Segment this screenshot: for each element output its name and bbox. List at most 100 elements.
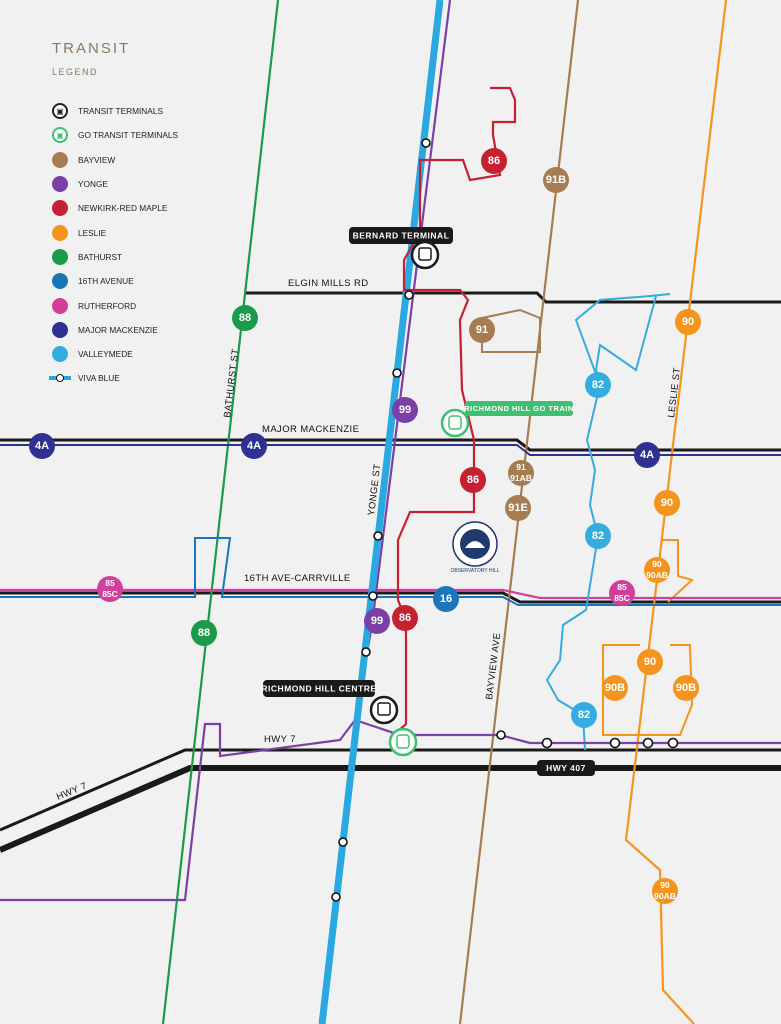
road-label-major-mackenzie: MAJOR MACKENZIE bbox=[262, 424, 359, 435]
svg-text:82: 82 bbox=[592, 379, 604, 391]
viva-station[interactable] bbox=[361, 647, 371, 657]
svg-text:99: 99 bbox=[371, 615, 383, 627]
svg-text:91E: 91E bbox=[508, 502, 528, 514]
legend-item-bayview: BAYVIEW bbox=[52, 148, 252, 172]
svg-text:BERNARD TERMINAL: BERNARD TERMINAL bbox=[353, 231, 450, 241]
viva-station[interactable] bbox=[421, 138, 431, 148]
route-rutherford bbox=[0, 588, 781, 600]
viva-station[interactable] bbox=[404, 290, 414, 300]
route-valleymede bbox=[545, 293, 671, 751]
road-label-hwy7: HWY 7 bbox=[264, 734, 296, 745]
legend-item-label: LESLIE bbox=[78, 227, 107, 238]
viva-station[interactable] bbox=[667, 737, 679, 749]
badge-86[interactable]: 86 bbox=[392, 605, 418, 631]
svg-text:90: 90 bbox=[652, 559, 662, 569]
svg-text:88: 88 bbox=[198, 627, 210, 639]
badge-82[interactable]: 82 bbox=[585, 372, 611, 398]
badge-82[interactable]: 82 bbox=[585, 523, 611, 549]
badge-90[interactable]: 90 bbox=[654, 490, 680, 516]
svg-text:82: 82 bbox=[578, 709, 590, 721]
legend-item-label: GO TRANSIT TERMINALS bbox=[78, 130, 179, 141]
terminal-richmond-hill-centre[interactable]: RICHMOND HILL CENTRE bbox=[261, 680, 399, 725]
route-16th-avenue bbox=[0, 537, 781, 606]
legend-item-go-transit-terminals: ▣ GO TRANSIT TERMINALS bbox=[52, 123, 252, 147]
yonge-dot-icon bbox=[52, 176, 68, 193]
go-station-rhc[interactable] bbox=[388, 727, 418, 757]
terminal-bernard[interactable]: BERNARD TERMINAL bbox=[349, 227, 453, 270]
badge-88[interactable]: 88 bbox=[191, 620, 217, 646]
svg-text:91: 91 bbox=[516, 462, 526, 472]
badge-99[interactable]: 99 bbox=[392, 397, 418, 423]
svg-text:90: 90 bbox=[644, 656, 656, 668]
svg-text:90: 90 bbox=[661, 497, 673, 509]
badge-4a[interactable]: 4A bbox=[241, 433, 267, 459]
badge-88[interactable]: 88 bbox=[232, 305, 258, 331]
legend-item-label: VALLEYMEDE bbox=[78, 349, 133, 360]
badge-86[interactable]: 86 bbox=[481, 148, 507, 174]
svg-text:4A: 4A bbox=[35, 440, 49, 452]
bus-icon bbox=[377, 702, 391, 716]
viva-station[interactable] bbox=[373, 531, 383, 541]
svg-text:RICHMOND HILL GO TRAIN: RICHMOND HILL GO TRAIN bbox=[464, 404, 574, 413]
viva-station[interactable] bbox=[609, 737, 621, 749]
badge-90[interactable]: 90 bbox=[675, 309, 701, 335]
legend-item-label: NEWKIRK-RED MAPLE bbox=[78, 203, 168, 214]
badge-86[interactable]: 86 bbox=[460, 467, 486, 493]
badge-90b[interactable]: 90B bbox=[673, 675, 699, 701]
svg-text:90AB: 90AB bbox=[646, 570, 668, 580]
badge-90b[interactable]: 90B bbox=[602, 675, 628, 701]
svg-text:91AB: 91AB bbox=[510, 473, 532, 483]
svg-text:86: 86 bbox=[467, 474, 479, 486]
svg-text:16: 16 bbox=[440, 593, 452, 605]
route-leslie-loops bbox=[602, 539, 694, 736]
badge-4a[interactable]: 4A bbox=[29, 433, 55, 459]
legend-item-major-mackenzie: MAJOR MACKENZIE bbox=[52, 318, 252, 342]
train-terminal-icon: ▣ bbox=[52, 127, 68, 144]
legend-item-newkirk: NEWKIRK-RED MAPLE bbox=[52, 196, 252, 220]
viva-station[interactable] bbox=[496, 730, 506, 740]
badge-16[interactable]: 16 bbox=[433, 586, 459, 612]
viva-station[interactable] bbox=[541, 737, 553, 749]
legend-item-label: VIVA BLUE bbox=[78, 373, 120, 384]
svg-text:85: 85 bbox=[617, 582, 627, 592]
route-bayview-loop bbox=[481, 308, 541, 353]
legend-item-viva-blue: VIVA BLUE bbox=[49, 366, 252, 390]
viva-station[interactable] bbox=[338, 837, 348, 847]
viva-station[interactable] bbox=[331, 892, 341, 902]
legend-item-label: 16TH AVENUE bbox=[78, 276, 134, 287]
badge-4a[interactable]: 4A bbox=[634, 442, 660, 468]
legend-item-leslie: LESLIE bbox=[52, 220, 252, 244]
viva-station[interactable] bbox=[368, 591, 378, 601]
observatory-hill-text: OBSERVATORY HILL bbox=[451, 568, 500, 574]
svg-text:91B: 91B bbox=[546, 174, 566, 186]
badge-82[interactable]: 82 bbox=[571, 702, 597, 728]
rutherford-dot-icon bbox=[52, 297, 68, 314]
legend-item-16th-avenue: 16TH AVENUE bbox=[52, 269, 252, 293]
legend-subtitle: LEGEND bbox=[52, 67, 99, 77]
badge-91[interactable]: 91 bbox=[469, 317, 495, 343]
train-icon bbox=[396, 734, 410, 749]
badge-90[interactable]: 90 bbox=[637, 649, 663, 675]
svg-text:4A: 4A bbox=[640, 449, 654, 461]
route-newkirk bbox=[394, 86, 517, 735]
leslie-dot-icon bbox=[52, 224, 68, 241]
bus-terminal-icon: ▣ bbox=[52, 103, 68, 120]
viva-station[interactable] bbox=[642, 737, 654, 749]
svg-text:86: 86 bbox=[399, 612, 411, 624]
legend-title: TRANSIT bbox=[52, 40, 131, 57]
badge-91b[interactable]: 91B bbox=[543, 167, 569, 193]
terminal-richmond-hill-go[interactable]: RICHMOND HILL GO TRAIN bbox=[440, 401, 574, 438]
badge-99[interactable]: 99 bbox=[364, 608, 390, 634]
viva-station[interactable] bbox=[392, 368, 402, 378]
badge-91e[interactable]: 91E bbox=[505, 495, 531, 521]
hwy407-label: HWY 407 bbox=[537, 760, 595, 776]
bus-icon bbox=[418, 247, 432, 261]
bathurst-dot-icon bbox=[52, 248, 68, 265]
observatory-hill-logo: OBSERVATORY HILL bbox=[451, 521, 500, 574]
